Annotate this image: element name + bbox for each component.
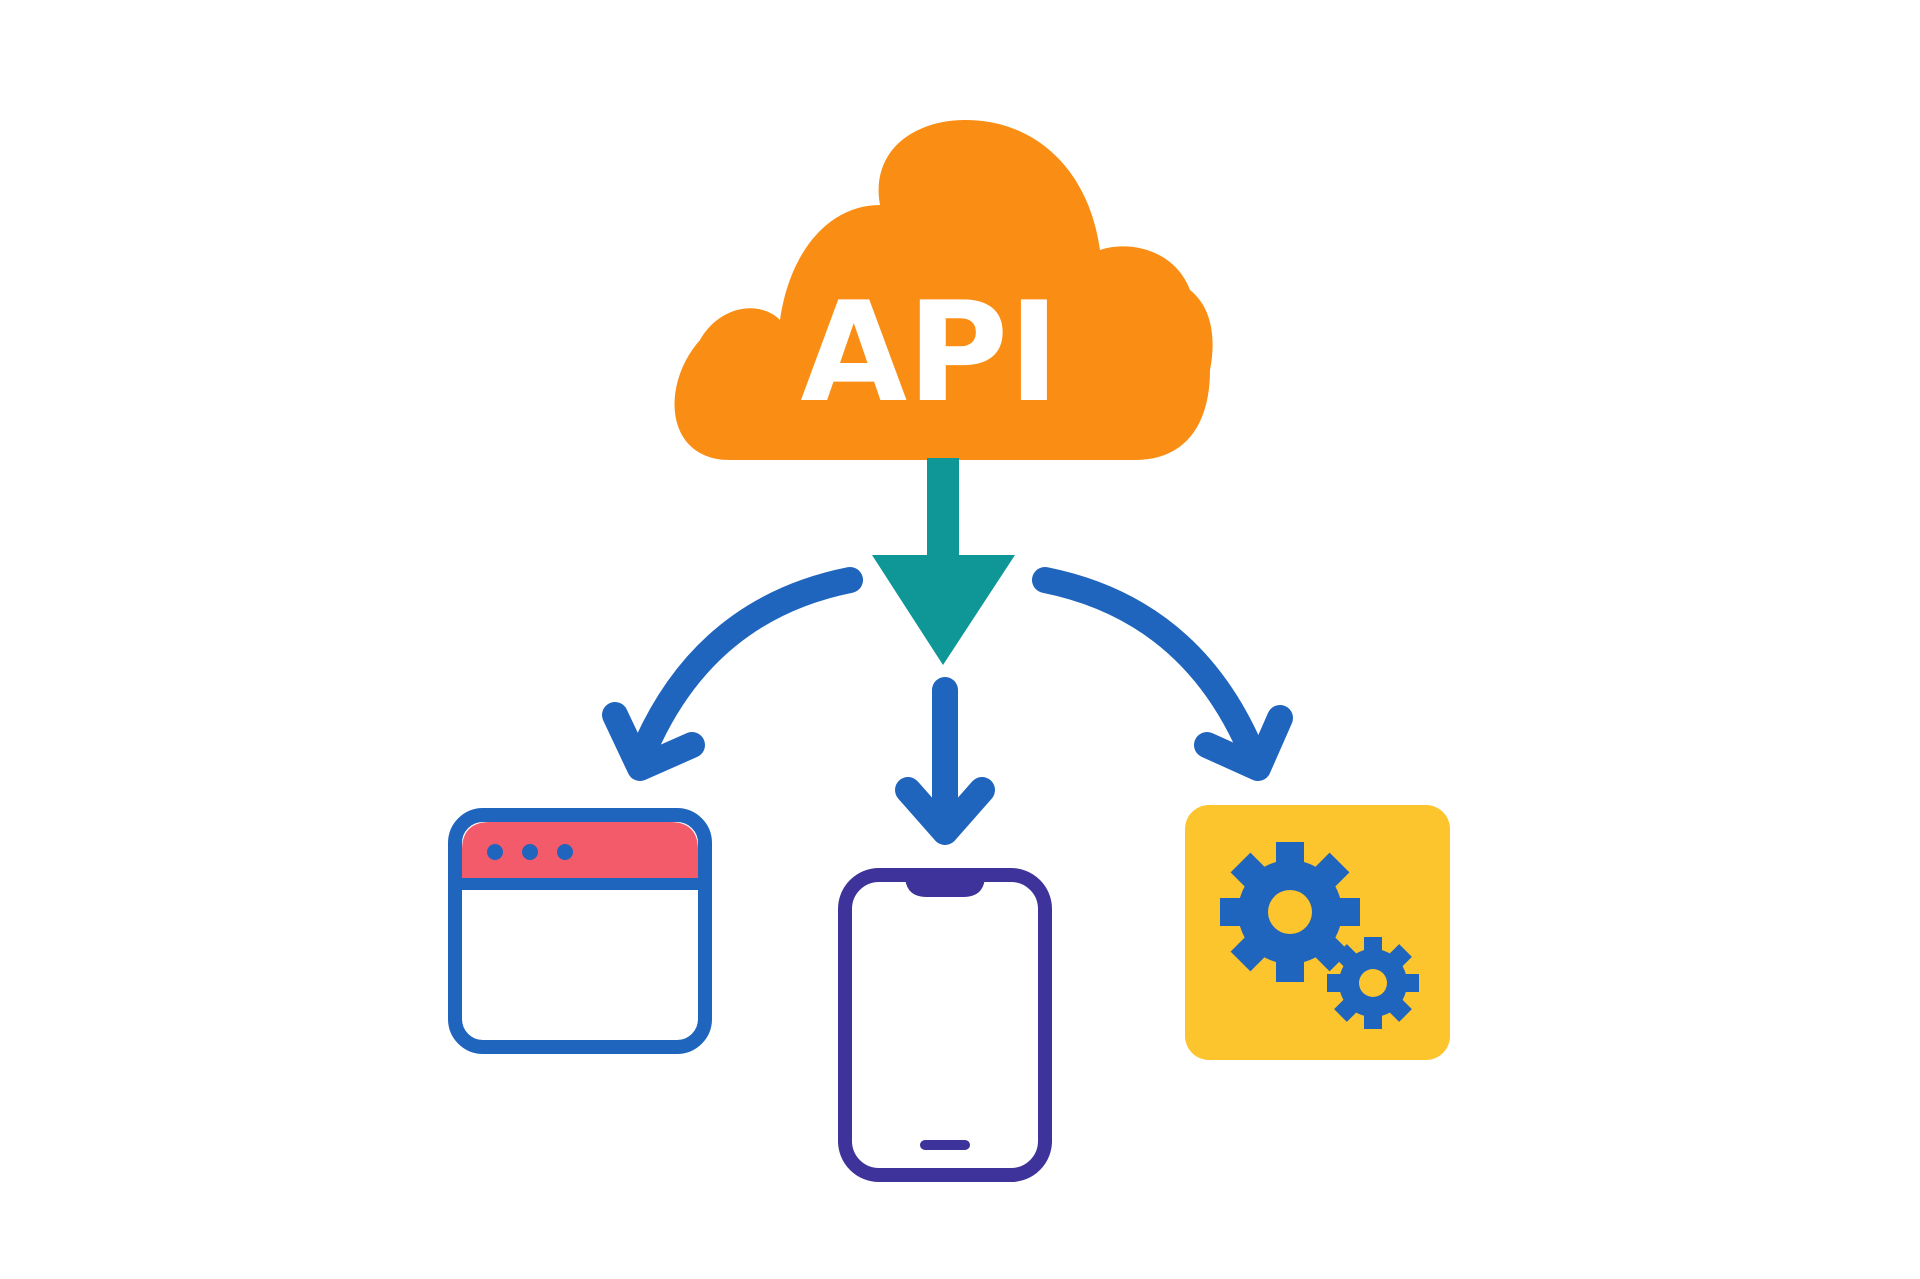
left-arrow-head — [602, 702, 705, 781]
center-arrow-head — [895, 777, 995, 845]
browser-dot — [557, 844, 573, 860]
main-down-arrow — [872, 458, 1015, 665]
browser-titlebar — [462, 822, 698, 880]
right-branch-arrow — [1032, 567, 1293, 781]
api-label: API — [800, 272, 1059, 433]
gears-icon — [1185, 805, 1450, 1060]
browser-dot — [487, 844, 503, 860]
center-branch-arrow — [895, 677, 995, 845]
right-arrow-head — [1194, 705, 1293, 781]
left-arrow-curve — [627, 567, 863, 773]
phone-frame — [838, 868, 1052, 1182]
cloud-shape — [674, 120, 1213, 460]
cloud-icon: API — [674, 120, 1213, 460]
browser-window-icon — [448, 808, 712, 1054]
small-gear-icon — [1327, 937, 1419, 1029]
main-arrow-shaft — [927, 458, 959, 560]
browser-dot — [522, 844, 538, 860]
phone-notch — [905, 875, 985, 897]
large-gear-icon — [1220, 842, 1360, 982]
main-arrow-head — [872, 555, 1015, 665]
left-branch-arrow — [602, 567, 863, 781]
smartphone-icon — [838, 868, 1052, 1182]
right-arrow-curve — [1032, 567, 1268, 773]
